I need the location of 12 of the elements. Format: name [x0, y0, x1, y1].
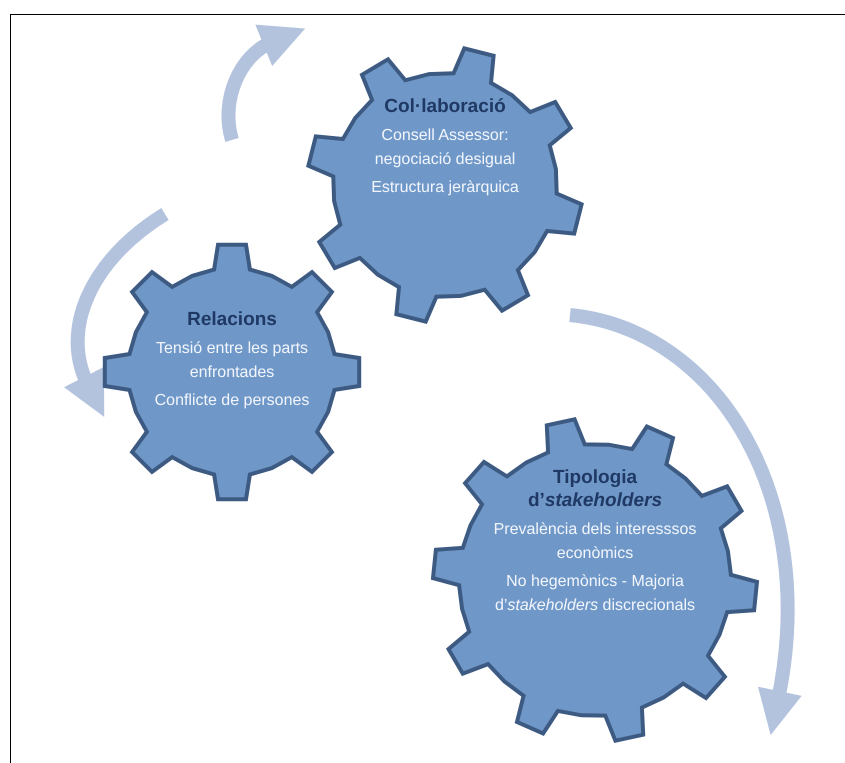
gear-text: No hegemònics - Majoria d’stakeholders discrecionals	[494, 572, 696, 616]
gear-heading: Relacions	[186, 308, 278, 331]
gear-text: Tensió entre les parts enfrontades	[154, 339, 310, 383]
gear-shape	[303, 43, 587, 327]
gear-text: Consell Assessor: negociació desigual	[374, 126, 516, 170]
gear-text: Conflicte de persones	[154, 391, 310, 411]
gear-heading: Tipologia d’stakeholders	[526, 466, 664, 512]
gear-heading: Col·laboració	[383, 95, 507, 118]
gear-text: Estructura jeràrquica	[370, 178, 520, 198]
gear-shape	[100, 240, 364, 504]
gear-shape	[429, 414, 761, 746]
gear-text: Prevalència dels interesssos econòmics	[492, 520, 698, 564]
